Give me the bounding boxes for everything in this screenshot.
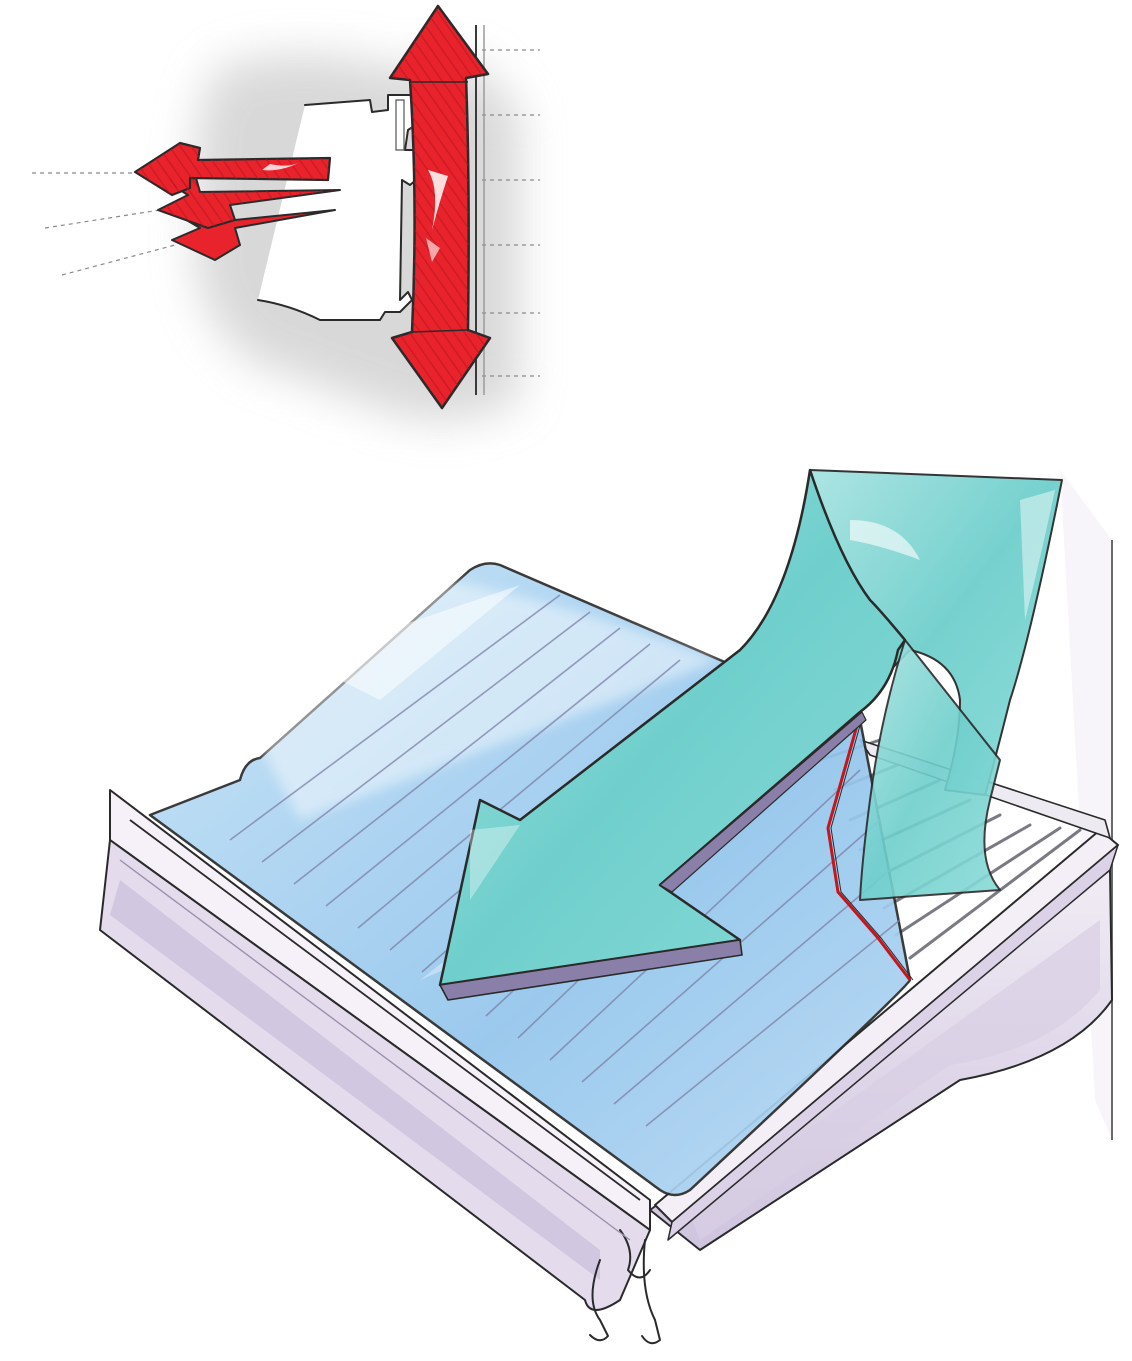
shelf-front-highlight xyxy=(119,819,641,1241)
guide-lines-right xyxy=(482,49,540,377)
shelf-front-rail xyxy=(99,789,661,1345)
shelf-side-rail xyxy=(654,829,1119,1241)
vertical-double-arrow xyxy=(388,4,492,410)
bottom-illustration xyxy=(99,468,1119,1345)
teal-arrow xyxy=(438,468,1063,1001)
horizontal-triple-arrow xyxy=(133,141,341,261)
top-illustration xyxy=(32,4,540,420)
red-edge-line xyxy=(826,721,914,981)
